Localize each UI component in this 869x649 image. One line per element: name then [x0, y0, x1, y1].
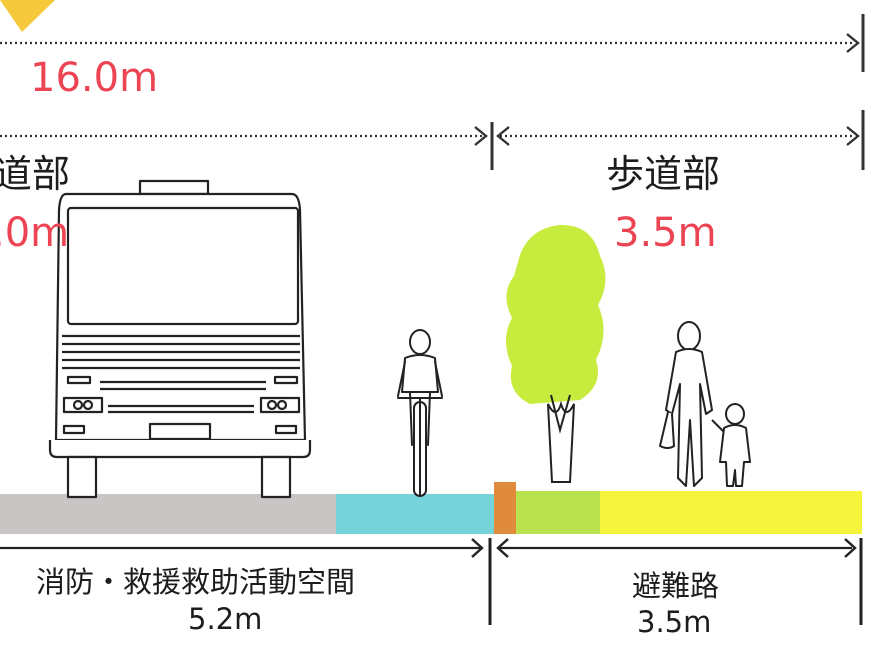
planting-strip-green: [516, 491, 600, 534]
yellow-pointer-marker: [0, 0, 55, 32]
roadway-lane-gray: [0, 494, 336, 534]
emergency-activity-space-label: 消防・救援救助活動空間: [36, 565, 356, 599]
bicycle-lane-cyan: [336, 494, 494, 534]
emergency-activity-space-width: 5.2m: [188, 602, 263, 636]
bottom-left-dimension-line: [0, 538, 492, 625]
evacuation-route-label: 避難路: [632, 569, 720, 603]
roadway-width-value: .0m: [0, 210, 70, 256]
evacuation-route-width: 3.5m: [637, 605, 712, 639]
sidewalk-lane-yellow: [600, 491, 862, 534]
roadway-section-title: 道部: [0, 152, 71, 196]
curb-orange: [494, 482, 516, 534]
street-tree-icon: [506, 224, 606, 483]
cyclist-icon: [397, 329, 443, 497]
sidewalk-width-value: 3.5m: [614, 210, 717, 256]
roadway-sidewalk-dimension-line: [0, 110, 865, 170]
total-width-dimension-line: [0, 14, 865, 72]
bottom-right-dimension-line: [496, 538, 863, 625]
total-width-value: 16.0m: [30, 55, 159, 101]
pedestrian-child-icon: [711, 403, 751, 487]
pedestrian-adult-icon: [659, 321, 713, 487]
sidewalk-section-title: 歩道部: [606, 152, 721, 196]
bus-icon: [48, 179, 312, 499]
